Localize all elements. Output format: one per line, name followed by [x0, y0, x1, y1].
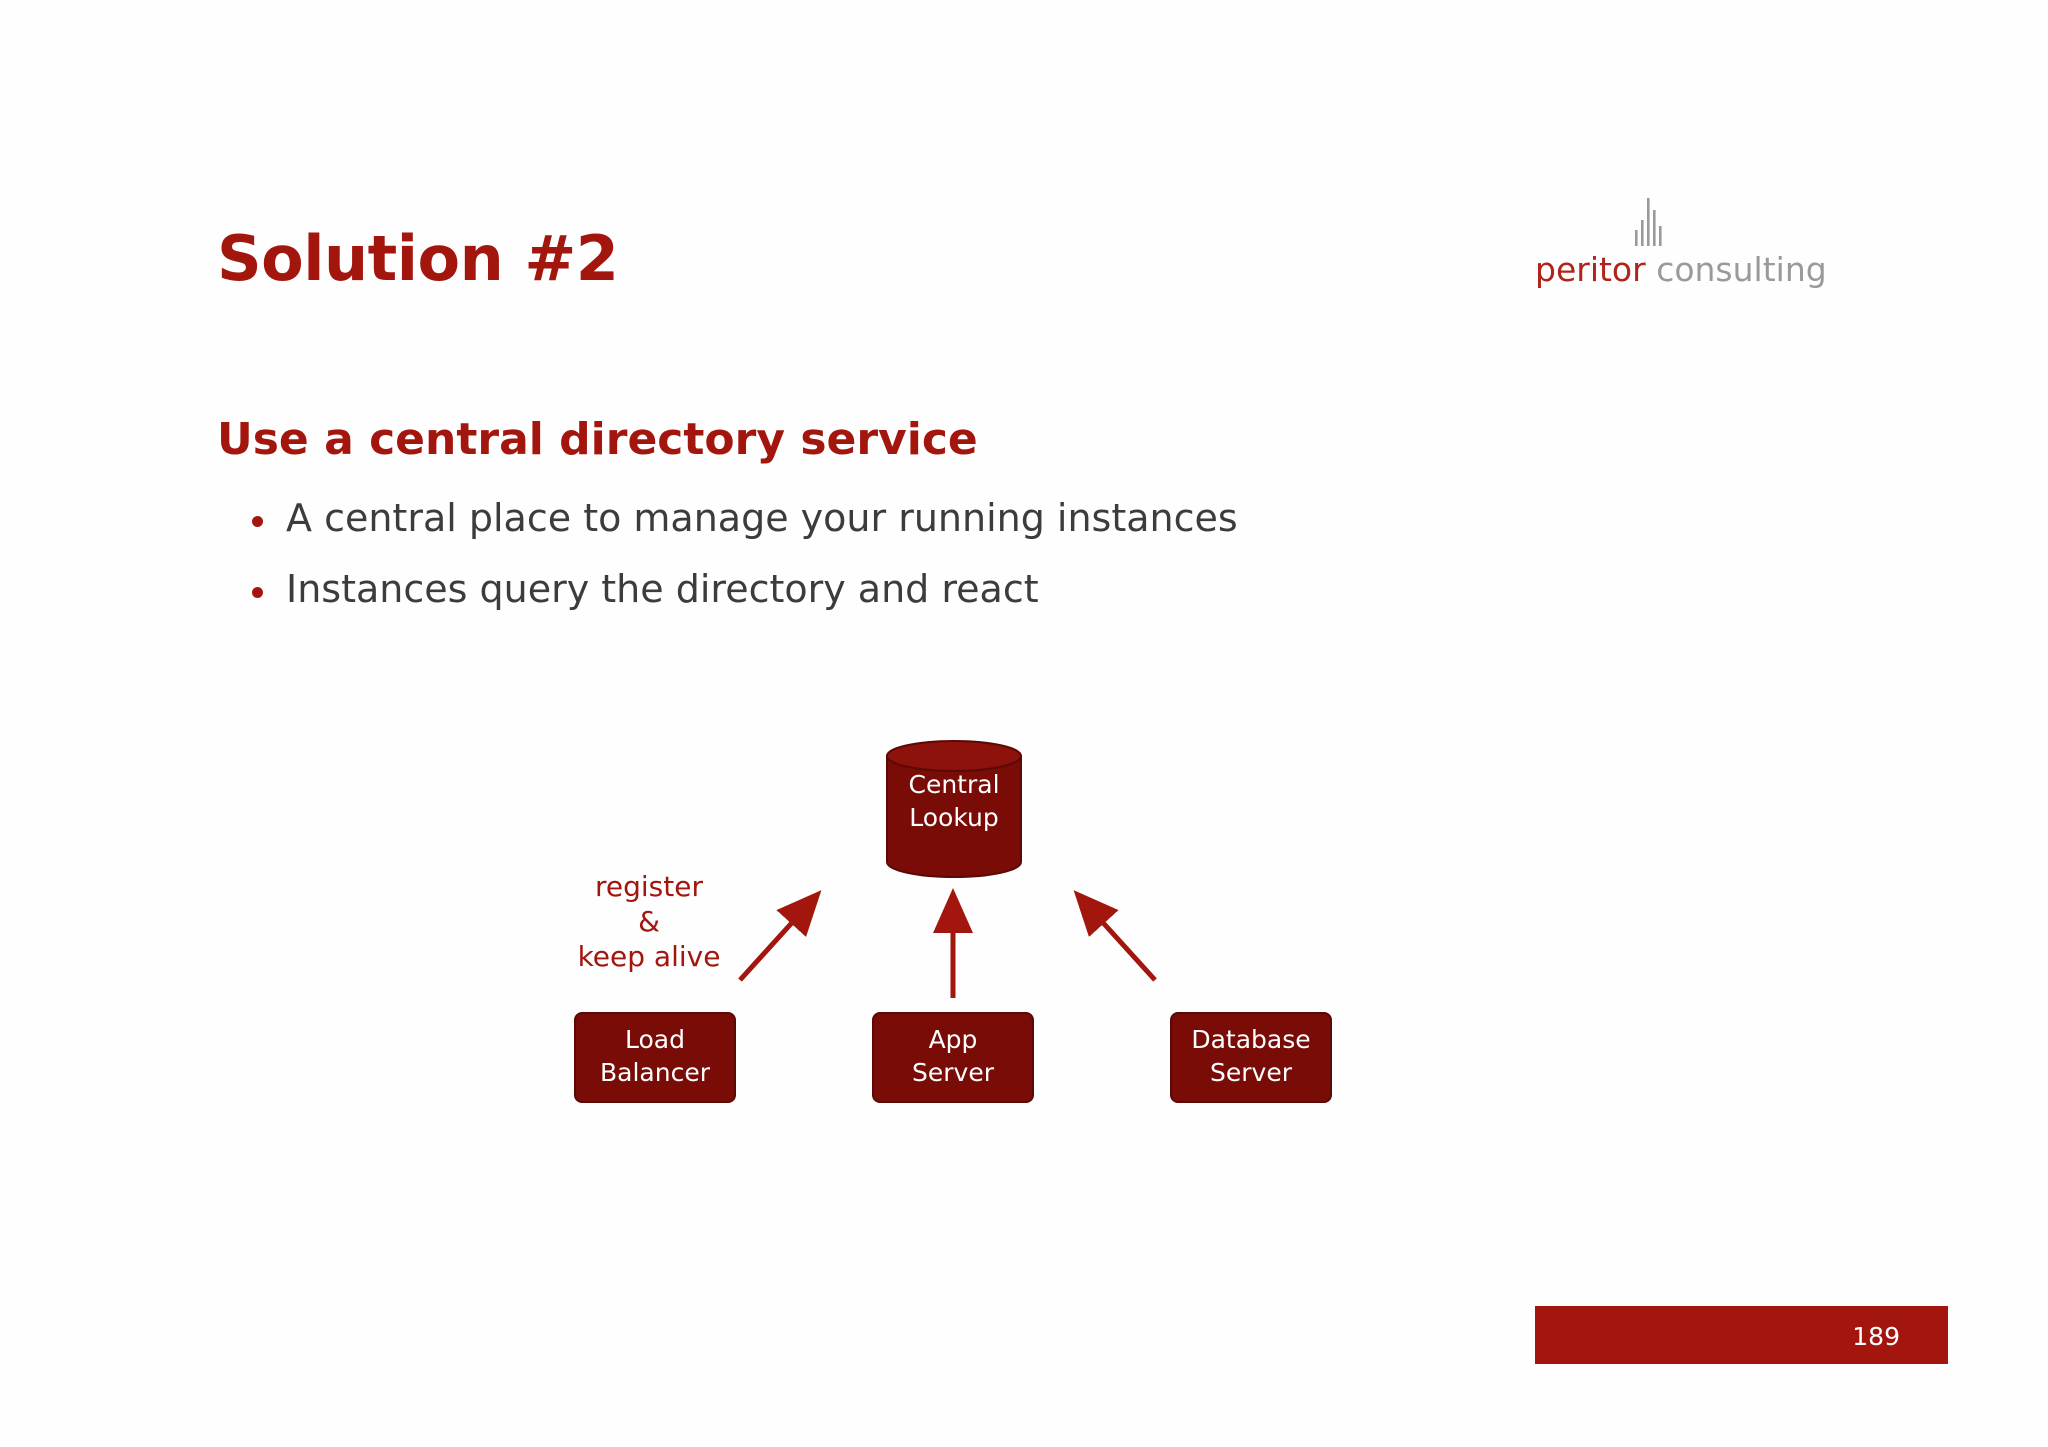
- app-server-label-line1: App: [929, 1025, 978, 1054]
- bullet-dot: [252, 587, 263, 598]
- load-balancer-label-line1: Load: [625, 1025, 685, 1054]
- bullet-item: Instances query the directory and react: [248, 567, 1238, 638]
- arrow-database-server-to-lookup: [1073, 890, 1157, 982]
- logo-bars-icon: [1635, 198, 1662, 246]
- load-balancer-label-line2: Balancer: [600, 1058, 711, 1087]
- bullet-text: A central place to manage your running i…: [286, 496, 1238, 540]
- bullet-item: A central place to manage your running i…: [248, 496, 1238, 567]
- bullet-list: A central place to manage your running i…: [248, 496, 1238, 638]
- logo-word-peritor: peritor: [1535, 250, 1646, 289]
- database-server-label-line2: Server: [1210, 1058, 1293, 1087]
- page-number-bar: 189: [1535, 1306, 1948, 1364]
- central-lookup-label-line1: Central: [908, 770, 999, 799]
- central-lookup-label-line2: Lookup: [909, 803, 999, 832]
- arrow-load-balancer-to-lookup: [738, 890, 822, 982]
- database-server-node: Database Server: [1170, 1012, 1332, 1103]
- app-server-label-line2: Server: [912, 1058, 995, 1087]
- database-server-label-line1: Database: [1191, 1025, 1310, 1054]
- annotation-line1: register: [595, 870, 703, 903]
- central-lookup-node: Central Lookup: [886, 740, 1022, 878]
- page-number: 189: [1852, 1322, 1900, 1351]
- annotation-line2: &: [638, 905, 660, 938]
- peritor-logo: peritor consulting: [1535, 196, 1827, 296]
- app-server-node: App Server: [872, 1012, 1034, 1103]
- slide-title: Solution #2: [217, 222, 619, 295]
- logo-word-consulting: consulting: [1656, 250, 1827, 289]
- bullet-dot: [252, 516, 263, 527]
- load-balancer-node: Load Balancer: [574, 1012, 736, 1103]
- logo-wordmark: peritor consulting: [1535, 250, 1827, 289]
- annotation-line3: keep alive: [578, 940, 721, 973]
- slide-subtitle: Use a central directory service: [217, 414, 978, 465]
- register-keep-alive-annotation: register & keep alive: [578, 870, 721, 973]
- bullet-text: Instances query the directory and react: [286, 567, 1039, 611]
